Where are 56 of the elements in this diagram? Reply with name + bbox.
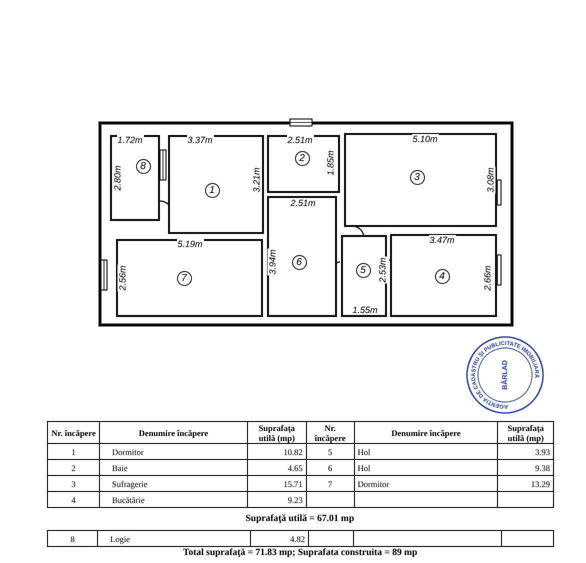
room-outline [267, 135, 340, 193]
table-cell: Sufragerie [100, 476, 248, 492]
table-cell: 4.82 [250, 530, 308, 546]
column-header: Suprafaţa utilă (mp) [247, 422, 306, 444]
table-cell: 3 [48, 476, 100, 492]
dimension-label: 5.10m [412, 134, 439, 144]
room-number: 2 [294, 150, 310, 166]
table-cell: 2 [48, 460, 100, 476]
table-cell: Logie [98, 530, 251, 546]
room-outline [267, 196, 337, 317]
table-cell: 4.65 [247, 460, 306, 476]
table-cell: 9.38 [498, 460, 554, 476]
room-outline [110, 135, 160, 221]
dimension-label: 1.55m [352, 305, 379, 315]
column-header: Nr. încăpere [48, 422, 100, 444]
column-header: Suprafaţa utilă (mp) [498, 422, 554, 444]
room-number: 7 [176, 270, 192, 286]
table-cell: 4 [48, 492, 100, 508]
table-cell: Baie [100, 460, 248, 476]
column-header: Denumire încăpere [354, 422, 498, 444]
table-cell: Dormitor [354, 476, 498, 492]
dimension-label: 2.51m [290, 198, 317, 208]
room-outline [390, 234, 497, 317]
summary-text: Suprafaţă utilă = 67.01 mp [246, 514, 354, 524]
room-outline [341, 235, 387, 317]
dimension-label: 3.37m [186, 135, 214, 145]
room-number: 3 [410, 170, 424, 184]
summary-text: Total suprafaţă = 71.83 mp; Suprafata construita = 89 mp [183, 548, 418, 558]
table-cell: Hol [354, 460, 498, 476]
table-cell: 5 [306, 444, 354, 460]
room-number: 1 [204, 182, 220, 198]
table-cell: 8 [48, 530, 98, 546]
column-header: Nr. încăpere [306, 422, 354, 444]
dimension-label: 3.47m [428, 235, 456, 245]
table-cell: 7 [306, 476, 354, 492]
table-cell: 1 [48, 444, 100, 460]
table-cell: 3.93 [498, 444, 554, 460]
table-cell: Dormitor [100, 444, 248, 460]
table-cell: 15.71 [247, 476, 306, 492]
table-cell: 6 [306, 460, 354, 476]
room-number: 6 [292, 254, 306, 270]
column-header: Denumire încăpere [100, 422, 248, 444]
room-number: 4 [434, 268, 450, 284]
table-cell: Bucătărie [100, 492, 248, 508]
dimension-label: 1.72m [116, 135, 144, 145]
table-cell: Hol [354, 444, 498, 460]
table-cell: 13.29 [498, 476, 554, 492]
dimension-label: 2.51m [286, 135, 314, 145]
room-outline [344, 133, 497, 227]
room-number: 8 [136, 158, 150, 174]
room-outline [116, 239, 263, 317]
table-cell: 10.82 [247, 444, 306, 460]
table-cell: 9.23 [247, 492, 306, 508]
dimension-label: 5.19m [176, 239, 204, 249]
room-number: 5 [356, 262, 370, 278]
room-outline [168, 135, 264, 234]
